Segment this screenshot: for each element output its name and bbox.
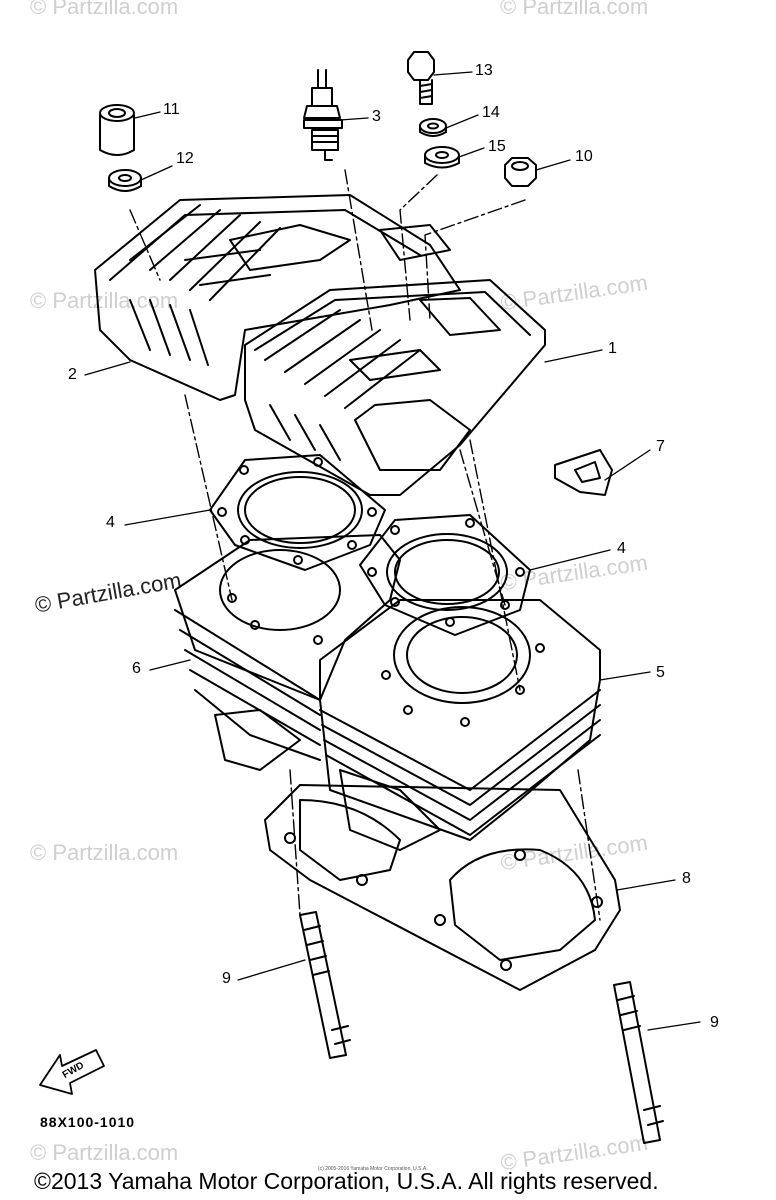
callout-6: 6	[132, 660, 141, 677]
callout-9a: 9	[222, 970, 231, 987]
part-12-washer	[108, 169, 142, 192]
part-11-collar	[99, 104, 135, 156]
callout-14: 14	[482, 104, 500, 121]
callout-10: 10	[575, 148, 593, 165]
part-5-cylinder	[319, 599, 601, 851]
callout-13: 13	[475, 62, 493, 79]
callout-4b: 4	[617, 540, 626, 557]
part-15-washer	[424, 146, 460, 169]
watermark: © Partzilla.com	[30, 0, 179, 19]
watermark: © Partzilla.com	[30, 840, 179, 865]
callout-11: 11	[163, 101, 180, 118]
fwd-arrow-icon	[39, 1049, 105, 1095]
callout-7: 7	[656, 438, 665, 455]
leader-lines	[84, 71, 701, 1031]
part-13-bolt	[407, 51, 435, 105]
alignment-lines	[129, 169, 601, 921]
part-2-cylinder-head	[94, 194, 461, 401]
callout-3: 3	[372, 108, 381, 125]
part-3-spark-plug	[303, 69, 343, 161]
watermark: © Partzilla.com	[500, 0, 649, 19]
part-9-stud-right	[613, 981, 664, 1144]
callout-8: 8	[682, 870, 691, 887]
part-9-stud-left	[299, 911, 351, 1059]
part-7-clip	[554, 449, 613, 496]
diagram-part-code: 88X100-1010	[40, 1114, 136, 1130]
tiny-copyright-notice: (c) 2005-2016 Yamaha Motor Corporation, …	[318, 1166, 428, 1172]
part-4-head-gasket-left	[209, 454, 386, 571]
callout-15: 15	[488, 138, 506, 155]
callout-9b: 9	[710, 1014, 719, 1031]
callout-5: 5	[656, 664, 665, 681]
callout-1: 1	[608, 340, 617, 357]
watermark: © Partzilla.com	[30, 1140, 179, 1165]
part-14-washer	[419, 118, 447, 137]
callout-2: 2	[68, 366, 77, 383]
part-10-nut	[504, 157, 537, 187]
copyright-notice: ©2013 Yamaha Motor Corporation, U.S.A. A…	[34, 1168, 659, 1194]
callout-12: 12	[176, 150, 194, 167]
part-1-cylinder-head	[244, 279, 546, 496]
callout-4a: 4	[106, 514, 115, 531]
part-6-cylinder	[174, 534, 401, 771]
part-8-base-gasket	[264, 784, 621, 991]
